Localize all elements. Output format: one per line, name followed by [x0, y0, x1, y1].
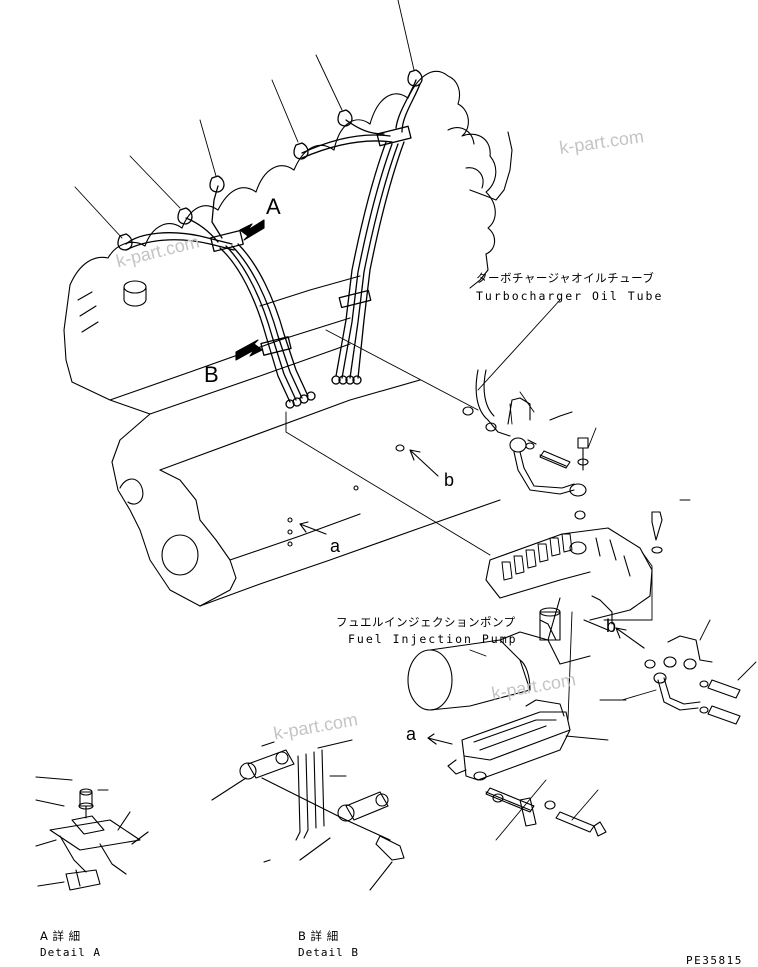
detail-b-title-en: Detail B — [298, 946, 359, 959]
detail-b-title-jp: B 詳 細 — [298, 929, 339, 943]
detail-a-title-en: Detail A — [40, 946, 101, 959]
turbo-oil-tube-label-en: Turbocharger Oil Tube — [476, 289, 664, 303]
fuel-injection-pump — [407, 391, 757, 841]
view-marker-a-small: a — [330, 536, 341, 556]
fuel-pump-label-jp: フュエルインジェクションポンプ — [336, 615, 516, 629]
view-arrows — [235, 219, 645, 745]
leader-lines-upper — [74, 0, 491, 556]
turbo-oil-tube-label-jp: ターボチャージャオイルチューブ — [476, 271, 655, 285]
detail-a-title-jp: A 詳 細 — [40, 929, 81, 943]
view-marker-a: A — [266, 194, 281, 219]
turbo-oil-tube-group — [395, 299, 589, 520]
view-marker-b: B — [204, 362, 219, 387]
detail-a-drawing — [35, 776, 149, 891]
detail-b-drawing — [211, 739, 405, 891]
figure-code: PE35815 — [686, 954, 743, 967]
view-marker-b-pump: b — [606, 616, 617, 636]
fuel-pump-label-en: Fuel Injection Pump — [348, 632, 518, 646]
view-marker-b-small: b — [444, 470, 455, 490]
injection-lines-upper — [117, 69, 423, 409]
view-marker-a-pump: a — [406, 724, 417, 744]
